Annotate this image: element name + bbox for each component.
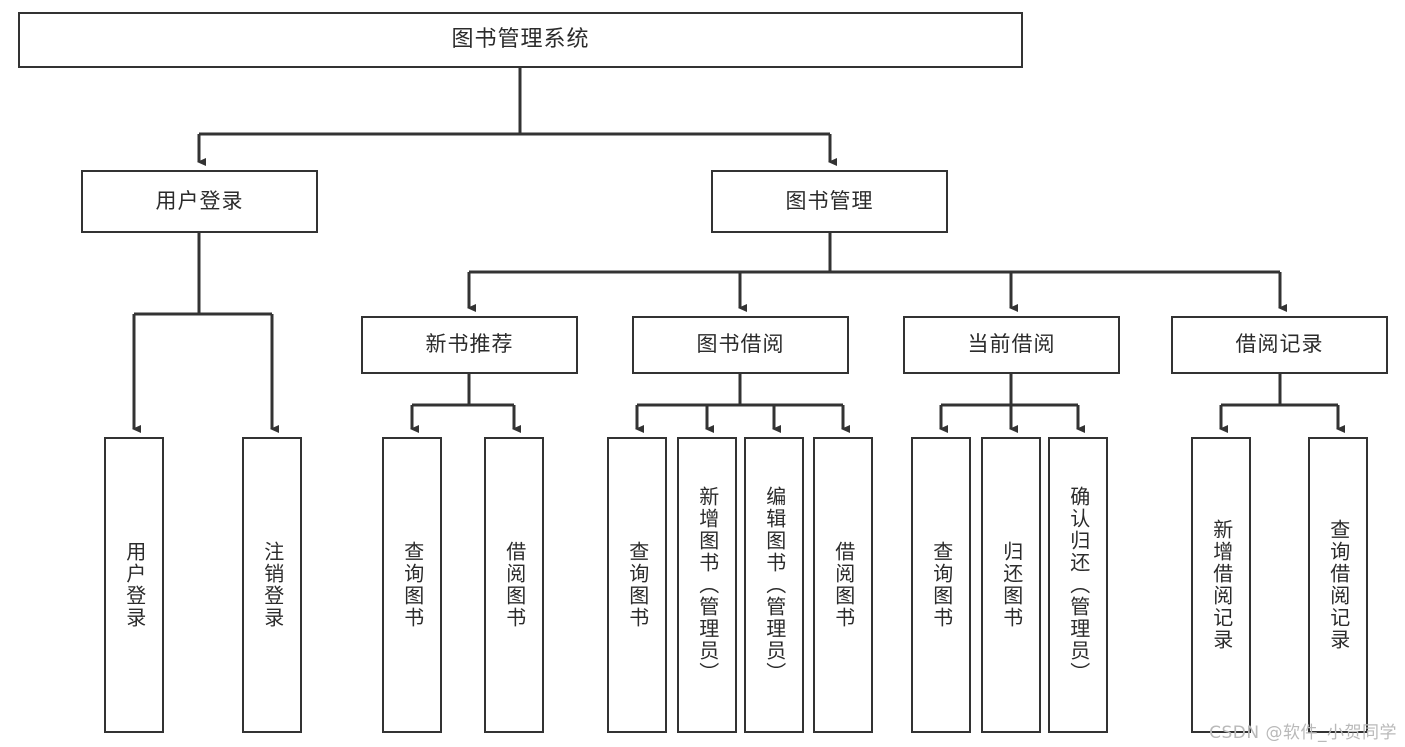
node-book-management-label: 图书管理 xyxy=(785,188,874,213)
node-leaf-query-book-3-label: 查询图书 xyxy=(929,541,954,629)
node-leaf-query-book-3[interactable]: 查询图书 xyxy=(911,437,971,733)
node-leaf-query-book-2[interactable]: 查询图书 xyxy=(607,437,667,733)
node-leaf-query-book-1-label: 查询图书 xyxy=(400,541,425,629)
node-leaf-logout-label: 注销登录 xyxy=(260,541,285,629)
node-book-borrow-label: 图书借阅 xyxy=(696,332,785,357)
node-current-borrow[interactable]: 当前借阅 xyxy=(903,316,1120,374)
node-borrow-records-label: 借阅记录 xyxy=(1235,332,1324,357)
node-leaf-add-book-admin[interactable]: 新增图书（管理员） xyxy=(677,437,737,733)
node-leaf-add-book-admin-label: 新增图书（管理员） xyxy=(695,486,720,684)
node-new-book-recommend[interactable]: 新书推荐 xyxy=(361,316,578,374)
node-leaf-borrow-book-1-label: 借阅图书 xyxy=(502,541,527,629)
node-root-label: 图书管理系统 xyxy=(451,26,590,52)
node-leaf-logout[interactable]: 注销登录 xyxy=(242,437,302,733)
node-leaf-borrow-book-1[interactable]: 借阅图书 xyxy=(484,437,544,733)
node-leaf-query-borrow-record-label: 查询借阅记录 xyxy=(1326,519,1351,651)
node-book-borrow[interactable]: 图书借阅 xyxy=(632,316,849,374)
node-current-borrow-label: 当前借阅 xyxy=(967,332,1056,357)
node-leaf-edit-book-admin-label: 编辑图书（管理员） xyxy=(762,486,787,684)
node-leaf-add-borrow-record-label: 新增借阅记录 xyxy=(1209,519,1234,651)
node-leaf-query-borrow-record[interactable]: 查询借阅记录 xyxy=(1308,437,1368,733)
node-leaf-confirm-return-admin[interactable]: 确认归还（管理员） xyxy=(1048,437,1108,733)
node-borrow-records[interactable]: 借阅记录 xyxy=(1171,316,1388,374)
node-leaf-query-book-2-label: 查询图书 xyxy=(625,541,650,629)
node-leaf-edit-book-admin[interactable]: 编辑图书（管理员） xyxy=(744,437,804,733)
node-book-management[interactable]: 图书管理 xyxy=(711,170,948,233)
node-leaf-return-book[interactable]: 归还图书 xyxy=(981,437,1041,733)
node-leaf-user-login-label: 用户登录 xyxy=(122,541,147,629)
node-leaf-add-borrow-record[interactable]: 新增借阅记录 xyxy=(1191,437,1251,733)
node-leaf-borrow-book-2-label: 借阅图书 xyxy=(831,541,856,629)
node-leaf-borrow-book-2[interactable]: 借阅图书 xyxy=(813,437,873,733)
node-leaf-user-login[interactable]: 用户登录 xyxy=(104,437,164,733)
node-root[interactable]: 图书管理系统 xyxy=(18,12,1023,68)
watermark-text: CSDN @软件_小贺同学 xyxy=(1209,723,1397,743)
node-leaf-confirm-return-admin-label: 确认归还（管理员） xyxy=(1066,486,1091,684)
node-leaf-query-book-1[interactable]: 查询图书 xyxy=(382,437,442,733)
node-user-login-label: 用户登录 xyxy=(155,188,244,213)
node-user-login[interactable]: 用户登录 xyxy=(81,170,318,233)
node-leaf-return-book-label: 归还图书 xyxy=(999,541,1024,629)
node-new-book-recommend-label: 新书推荐 xyxy=(425,332,514,357)
